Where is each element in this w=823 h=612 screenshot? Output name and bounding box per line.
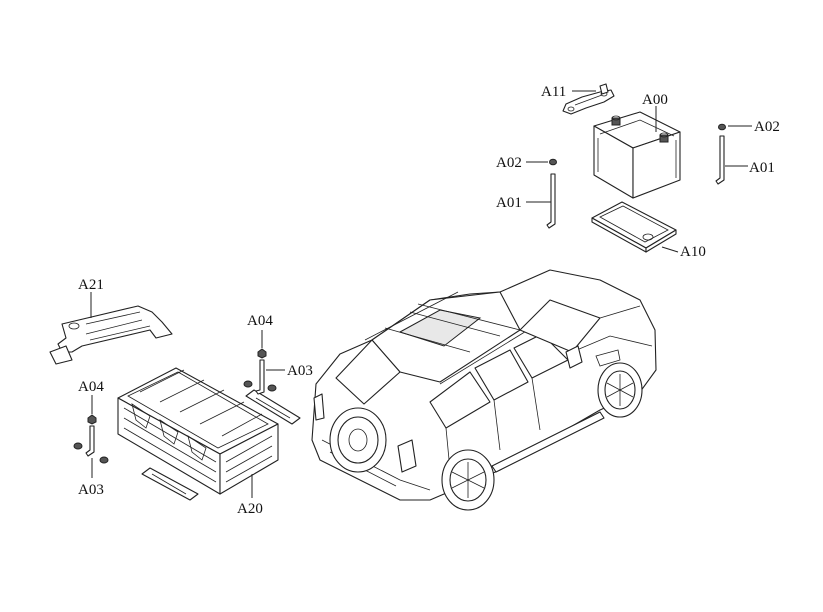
side-bracket [245, 389, 301, 425]
callout-a11: A11 [541, 84, 566, 100]
callout-a10: A10 [680, 244, 706, 260]
nut-left-a02 [549, 158, 557, 166]
bolt-mid-a03 [243, 359, 277, 395]
j-bolt-right-a01 [715, 135, 725, 185]
nut-left-a04 [87, 414, 97, 425]
callout-a20: A20 [237, 501, 263, 517]
bracket-a21 [49, 305, 173, 365]
battery-tray-a10 [591, 201, 677, 253]
j-bolt-left-a01 [546, 173, 556, 229]
callout-a21: A21 [78, 277, 104, 293]
hybrid-battery-pack-a20 [117, 367, 279, 495]
callout-a00: A00 [642, 92, 668, 108]
nut-mid-a04 [257, 348, 267, 359]
callout-a01-left: A01 [496, 195, 522, 211]
leader-a10 [661, 246, 679, 253]
callout-a02-left: A02 [496, 155, 522, 171]
bolt-left-a03 [73, 425, 109, 464]
callout-a04-left: A04 [78, 379, 104, 395]
callout-a03-left: A03 [78, 482, 104, 498]
callout-a01-right: A01 [749, 160, 775, 176]
callout-a02-top-right: A02 [754, 119, 780, 135]
suv-illustration [311, 269, 657, 511]
lower-bracket [141, 467, 199, 501]
nut-right-a02 [718, 123, 726, 131]
callout-a03-mid: A03 [287, 363, 313, 379]
callout-a04-mid: A04 [247, 313, 273, 329]
hold-down-bracket-a11 [562, 83, 615, 115]
battery-a00 [593, 111, 681, 199]
